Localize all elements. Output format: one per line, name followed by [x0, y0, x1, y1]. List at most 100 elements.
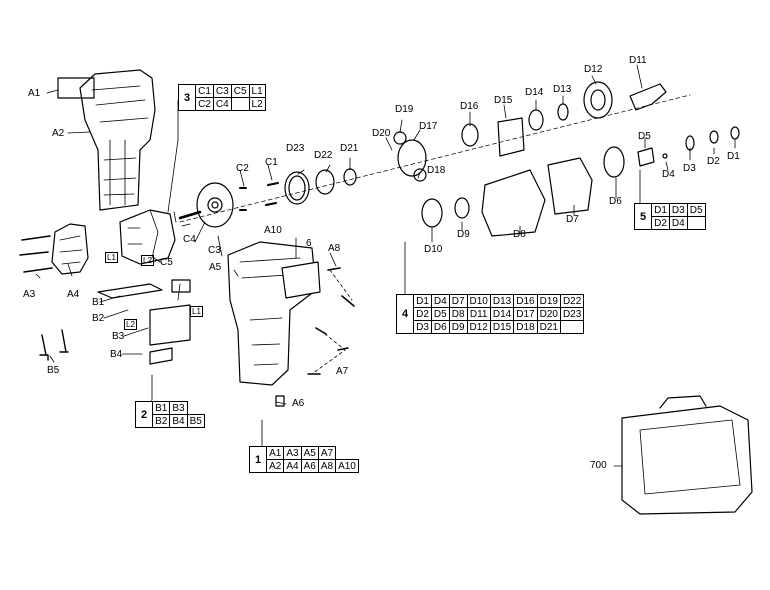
group-cell: D7 — [448, 294, 468, 308]
group-cell: D2 — [413, 307, 432, 321]
label-part-700: 700 — [590, 460, 607, 471]
group-cell — [186, 401, 205, 415]
label-C5: C5 — [160, 257, 173, 268]
group-table-3: 3 C1 C3 C5 L1 C2 C4 L2 — [177, 84, 266, 111]
label-D2: D2 — [707, 156, 720, 167]
group-cell: A7 — [317, 446, 337, 460]
group-cell: D11 — [466, 307, 491, 321]
group-cell: A1 — [266, 446, 285, 460]
label-D14: D14 — [525, 87, 544, 98]
group-cell: D3 — [668, 203, 688, 217]
group-cell: A2 — [266, 459, 285, 473]
group-cell: D4 — [430, 294, 450, 308]
label-D13: D13 — [553, 84, 572, 95]
group-cell: D20 — [536, 307, 561, 321]
label-D8: D8 — [513, 229, 526, 240]
label-D12: D12 — [584, 64, 603, 75]
label-D20: D20 — [372, 128, 391, 139]
group-number: 3 — [177, 84, 197, 111]
label-B3: B3 — [112, 331, 125, 342]
label-A7: A7 — [336, 366, 349, 377]
label-D19: D19 — [395, 104, 414, 115]
motor-plate-part — [196, 182, 234, 228]
group-number: 5 — [633, 203, 653, 230]
group-cell: D21 — [536, 320, 561, 334]
label-D17: D17 — [419, 121, 438, 132]
group-cell: C5 — [230, 84, 250, 98]
group-cell — [230, 97, 250, 111]
group-table-4: 4 D1 D4 D7 D10 D13 D16 D19 D22 D2 D5 D8 … — [395, 294, 585, 334]
group-cell: B1 — [152, 401, 171, 415]
group-cell: A6 — [300, 459, 319, 473]
label-D5: D5 — [638, 131, 651, 142]
label-D10: D10 — [424, 244, 443, 255]
motor-part — [119, 209, 176, 265]
switch-bracket-part — [97, 283, 163, 299]
label-D9: D9 — [457, 229, 470, 240]
tag-L1-upper: L1 — [105, 252, 118, 263]
label-D22: D22 — [314, 150, 333, 161]
group-number: 2 — [134, 401, 154, 428]
label-D1: D1 — [727, 151, 740, 162]
label-D16: D16 — [460, 101, 479, 112]
label-C2: C2 — [236, 163, 249, 174]
group-cell: D23 — [559, 307, 585, 321]
label-B5: B5 — [47, 365, 60, 376]
group-cell: D9 — [448, 320, 468, 334]
tag-L1-lower: L1 — [190, 306, 203, 317]
group-cell: D14 — [489, 307, 515, 321]
group-cell: D5 — [430, 307, 450, 321]
label-D7: D7 — [566, 214, 579, 225]
group-cell: D13 — [489, 294, 515, 308]
label-D23: D23 — [286, 143, 305, 154]
group-cell: B3 — [169, 401, 188, 415]
group-cell: D4 — [668, 216, 688, 230]
label-B1: B1 — [92, 297, 105, 308]
group-cell: L2 — [248, 97, 266, 111]
group-cell: A10 — [335, 459, 359, 473]
group-cell: D2 — [651, 216, 670, 230]
group-cell: D17 — [513, 307, 538, 321]
group-cell — [335, 446, 359, 460]
group-table-5: 5 D1 D3 D5 D2 D4 — [633, 203, 706, 230]
group-cell: C2 — [195, 97, 214, 111]
group-cell: A4 — [283, 459, 302, 473]
group-cell: C1 — [195, 84, 214, 98]
group-cell: D12 — [466, 320, 491, 334]
label-A1: A1 — [28, 88, 41, 99]
group-cell: D6 — [430, 320, 450, 334]
group-cell: D5 — [686, 203, 706, 217]
tag-L2-upper: L2 — [141, 255, 154, 266]
nameplate-part — [57, 77, 95, 99]
group-cell: D3 — [413, 320, 432, 334]
label-part-6: 6 — [306, 238, 312, 249]
group-number: 4 — [395, 294, 415, 334]
label-A3: A3 — [23, 289, 36, 300]
group-table-1: 1 A1 A3 A5 A7 A2 A4 A6 A8 A10 — [248, 446, 359, 473]
group-cell: C3 — [212, 84, 232, 98]
label-D6: D6 — [609, 196, 622, 207]
label-A10: A10 — [264, 225, 282, 236]
group-cell: D16 — [513, 294, 538, 308]
label-D21: D21 — [340, 143, 359, 154]
group-cell: D19 — [536, 294, 561, 308]
label-A5: A5 — [209, 262, 222, 273]
carrying-case-part — [621, 405, 753, 515]
gear-case-part — [481, 169, 546, 237]
label-D3: D3 — [683, 163, 696, 174]
group-cell: B2 — [152, 414, 171, 428]
group-cell: D22 — [559, 294, 585, 308]
label-A8: A8 — [328, 243, 341, 254]
label-B4: B4 — [110, 349, 123, 360]
label-C4: C4 — [183, 234, 196, 245]
group-number: 1 — [248, 446, 268, 473]
label-C1: C1 — [265, 157, 278, 168]
group-cell: B5 — [186, 414, 205, 428]
label-A2: A2 — [52, 128, 65, 139]
group-cell: D10 — [466, 294, 491, 308]
group-cell: D1 — [651, 203, 670, 217]
group-cell: B4 — [169, 414, 188, 428]
group-cell: A3 — [283, 446, 302, 460]
